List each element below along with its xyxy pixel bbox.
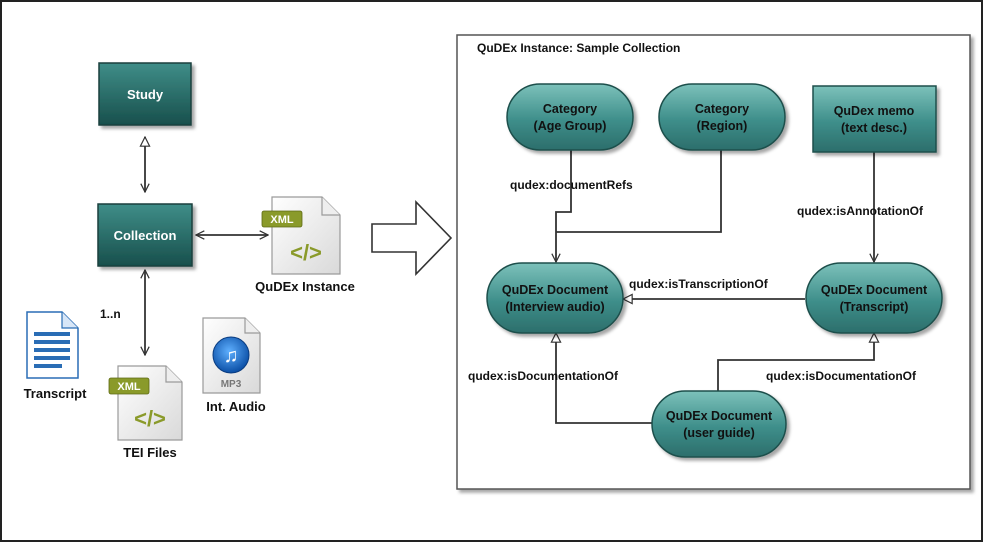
- transcript-document-icon: [26, 311, 79, 379]
- node-title: Category: [695, 102, 749, 116]
- node-document-interview-audio: QuDEx Document (Interview audio): [486, 262, 624, 334]
- node-title: Category: [543, 102, 597, 116]
- label-is-documentation-of-left: qudex:isDocumentationOf: [468, 369, 619, 383]
- tei-files-xml-icon: XML </>: [108, 365, 183, 441]
- edge-document-refs-region: [556, 150, 722, 233]
- node-subtitle: (user guide): [683, 426, 755, 440]
- mp3-badge: MP3: [221, 379, 242, 390]
- label-is-documentation-of-right: qudex:isDocumentationOf: [766, 369, 917, 383]
- qudex-instance-xml-icon: XML </>: [261, 196, 341, 275]
- xml-badge: XML: [270, 214, 294, 226]
- node-qudex-memo: QuDex memo (text desc.): [812, 85, 937, 153]
- label-is-annotation-of: qudex:isAnnotationOf: [797, 204, 924, 218]
- node-subtitle: (text desc.): [841, 121, 907, 135]
- transcript-label: Transcript: [24, 386, 88, 401]
- node-title: QuDEx Document: [666, 409, 773, 423]
- tei-files-label: TEI Files: [123, 445, 176, 460]
- mp3-audio-icon: ♫ MP3: [202, 317, 261, 394]
- study-label: Study: [127, 87, 164, 102]
- panel-title: QuDEx Instance: Sample Collection: [477, 41, 680, 55]
- int-audio-label: Int. Audio: [206, 399, 266, 414]
- node-subtitle: (Age Group): [534, 119, 607, 133]
- study-node: Study: [98, 62, 192, 126]
- node-subtitle: (Interview audio): [505, 300, 604, 314]
- edge-document-refs-age: [556, 150, 572, 262]
- node-subtitle: (Transcript): [840, 300, 909, 314]
- node-title: QuDEx Document: [821, 283, 928, 297]
- node-subtitle: (Region): [697, 119, 748, 133]
- label-document-refs: qudex:documentRefs: [510, 178, 633, 192]
- label-is-transcription-of: qudex:isTranscriptionOf: [629, 277, 769, 291]
- node-document-transcript: QuDEx Document (Transcript): [805, 262, 943, 334]
- xml-tag-glyph: </>: [290, 240, 322, 265]
- edge-is-documentation-of-transcript: [717, 333, 874, 392]
- node-category-age-group: Category (Age Group): [506, 83, 634, 151]
- node-title: QuDex memo: [834, 104, 915, 118]
- node-title: QuDEx Document: [502, 283, 609, 297]
- expand-arrow-icon: [371, 200, 453, 276]
- music-note-glyph: ♫: [224, 345, 239, 367]
- xml-badge: XML: [117, 381, 141, 393]
- node-document-user-guide: QuDEx Document (user guide): [651, 390, 787, 458]
- collection-node: Collection: [97, 203, 193, 267]
- collection-label: Collection: [114, 228, 177, 243]
- node-category-region: Category (Region): [658, 83, 786, 151]
- xml-tag-glyph: </>: [134, 406, 166, 431]
- qudex-instance-label: QuDEx Instance: [255, 279, 355, 294]
- edge-is-documentation-of-audio: [556, 333, 657, 424]
- multiplicity-label: 1..n: [100, 307, 121, 321]
